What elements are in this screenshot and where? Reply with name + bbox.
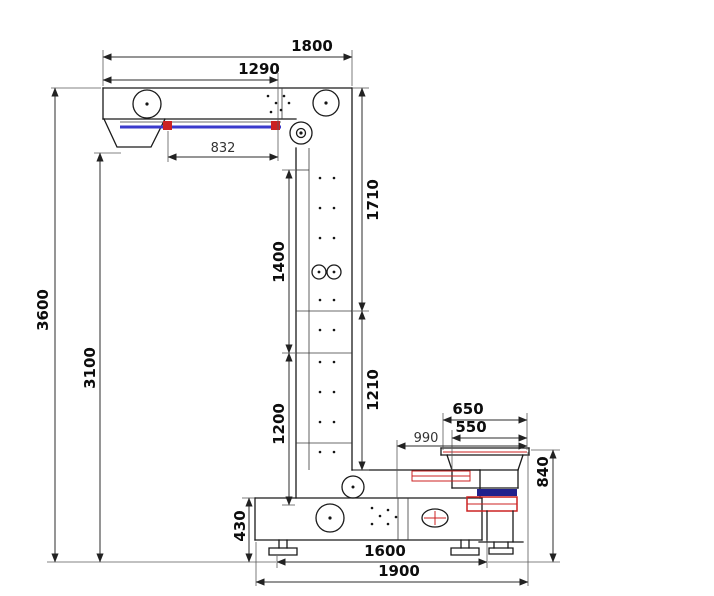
dim-base-length: 1600 (276, 540, 488, 568)
dim-base-frame-height: 430 (231, 497, 254, 563)
dim-column-lower-height: 1210 (353, 310, 382, 471)
belt-assembly (120, 121, 281, 130)
dim-label-3100: 3100 (81, 347, 99, 389)
dim-label-3600: 3600 (34, 289, 52, 331)
rivet-dots-bottom (370, 506, 398, 526)
dim-label-1800: 1800 (291, 37, 333, 55)
top-left-pulley (132, 89, 162, 119)
vibratory-feeder (411, 447, 530, 512)
dim-overall-length: 1900 (255, 542, 529, 586)
dim-label-990: 990 (414, 431, 439, 446)
dim-label-430: 430 (231, 510, 249, 541)
dim-feeder-height: 840 (527, 449, 560, 586)
dim-feeder-offset-width: 990 (396, 431, 528, 498)
top-right-pulley (312, 89, 340, 117)
discharge-chute (103, 118, 166, 148)
dim-label-832: 832 (211, 141, 236, 156)
chain-wheel-left (311, 264, 327, 280)
dim-lower-section-height: 1200 (270, 352, 295, 506)
dim-column-mid-height: 1400 (270, 169, 295, 354)
feeder-stand (478, 510, 524, 555)
dim-label-1600: 1600 (364, 542, 406, 560)
dim-top-frame-width: 1290 (102, 60, 280, 161)
dim-label-1400: 1400 (270, 241, 288, 283)
dim-belt-section-length: 832 (167, 131, 279, 162)
base-frame (254, 497, 483, 541)
top-drive-pulley (289, 121, 313, 145)
top-conveyor-assembly (102, 87, 353, 120)
dim-label-550: 550 (455, 418, 486, 436)
leveling-foot-left (268, 539, 298, 556)
feeder-coil-block (477, 489, 517, 496)
chain-bolt-dots (318, 176, 336, 454)
dim-label-650: 650 (452, 400, 483, 418)
vertical-column (295, 87, 353, 499)
belt-clamp-right (271, 121, 280, 130)
rivet-dots-top (266, 94, 291, 114)
dim-label-1900: 1900 (378, 562, 420, 580)
belt-clamp-left (163, 121, 172, 130)
leveling-foot-right (450, 539, 480, 556)
dim-label-1290: 1290 (238, 60, 280, 78)
dim-column-upper-height: 1710 (353, 87, 382, 312)
dim-top-overall-width: 1800 (102, 37, 353, 86)
dim-overall-height: 3600 (34, 87, 101, 563)
bottom-sprocket (315, 503, 345, 533)
tensioner (421, 508, 449, 528)
dim-label-1200: 1200 (270, 403, 288, 445)
dim-label-840: 840 (534, 456, 552, 487)
dim-label-1210: 1210 (364, 369, 382, 411)
dim-label-1710: 1710 (364, 179, 382, 221)
chain-wheel-right (326, 264, 342, 280)
dim-feeder-inner-width: 550 (451, 418, 528, 470)
dim-working-height: 3100 (81, 152, 121, 563)
